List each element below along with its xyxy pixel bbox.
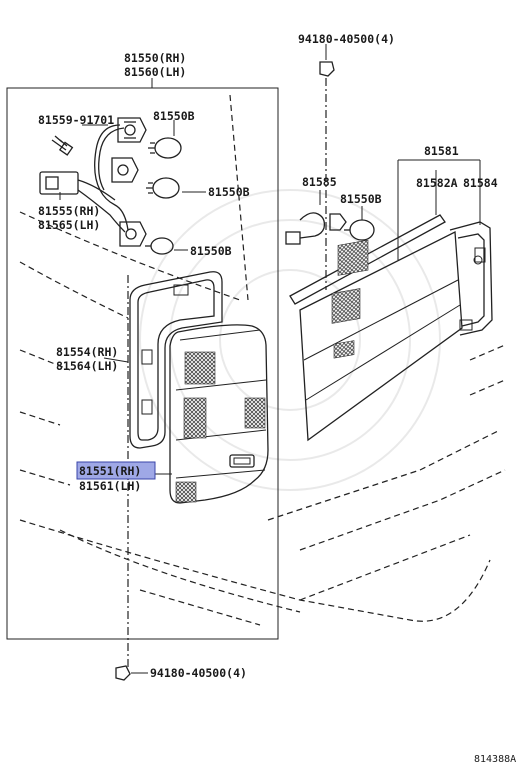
label-garnish[interactable]: 81581 — [424, 144, 459, 158]
bulb-81550b-middle — [146, 177, 180, 199]
label-screw[interactable]: 81559-91701 — [38, 113, 114, 127]
label-socket-lh[interactable]: 81565(LH) — [38, 218, 100, 232]
label-gasket-rh[interactable]: 81554(RH) — [56, 345, 118, 359]
label-lamp-rh[interactable]: 81550(RH) — [124, 51, 186, 65]
label-garnish-a[interactable]: 81582A — [416, 176, 458, 190]
screw-81559 — [51, 135, 74, 156]
lamp-lens-81551 — [169, 324, 269, 504]
label-bulb-a[interactable]: 81550B — [153, 109, 195, 123]
highlight-box — [76, 461, 156, 480]
label-bolt-top[interactable]: 94180-40500(4) — [298, 32, 395, 46]
socket-wire-81585 — [285, 212, 347, 245]
bulb-81550b-top — [148, 137, 182, 159]
diagram-code: 814388A — [474, 754, 516, 765]
label-garnish-b[interactable]: 81584 — [463, 176, 498, 190]
label-lamp-lh[interactable]: 81560(LH) — [124, 65, 186, 79]
label-bulb-d[interactable]: 81550B — [340, 192, 382, 206]
leader-lines-left — [59, 78, 206, 475]
watermark-emblem — [139, 189, 441, 491]
label-lens-lh[interactable]: 81561(LH) — [79, 479, 141, 493]
label-lens-rh[interactable]: 81551(RH) — [79, 464, 141, 478]
label-socket-wire[interactable]: 81585 — [302, 175, 337, 189]
socket-harness-81555 — [39, 117, 147, 247]
bolt-bottom — [115, 665, 131, 681]
vehicle-body-outline — [19, 94, 506, 626]
label-gasket-lh[interactable]: 81564(LH) — [56, 359, 118, 373]
gasket-81554 — [129, 271, 223, 449]
bulb-81550b-right — [344, 219, 375, 241]
leader-lines-right — [319, 44, 481, 260]
label-socket-rh[interactable]: 81555(RH) — [38, 204, 100, 218]
label-bolt-bottom[interactable]: 94180-40500(4) — [150, 666, 247, 680]
label-bulb-c[interactable]: 81550B — [190, 244, 232, 258]
bolt-top — [319, 61, 335, 77]
assembly-frame — [6, 87, 279, 640]
garnish-81581 — [289, 214, 493, 442]
bulb-81550b-bottom — [145, 237, 174, 255]
label-bulb-b[interactable]: 81550B — [208, 185, 250, 199]
